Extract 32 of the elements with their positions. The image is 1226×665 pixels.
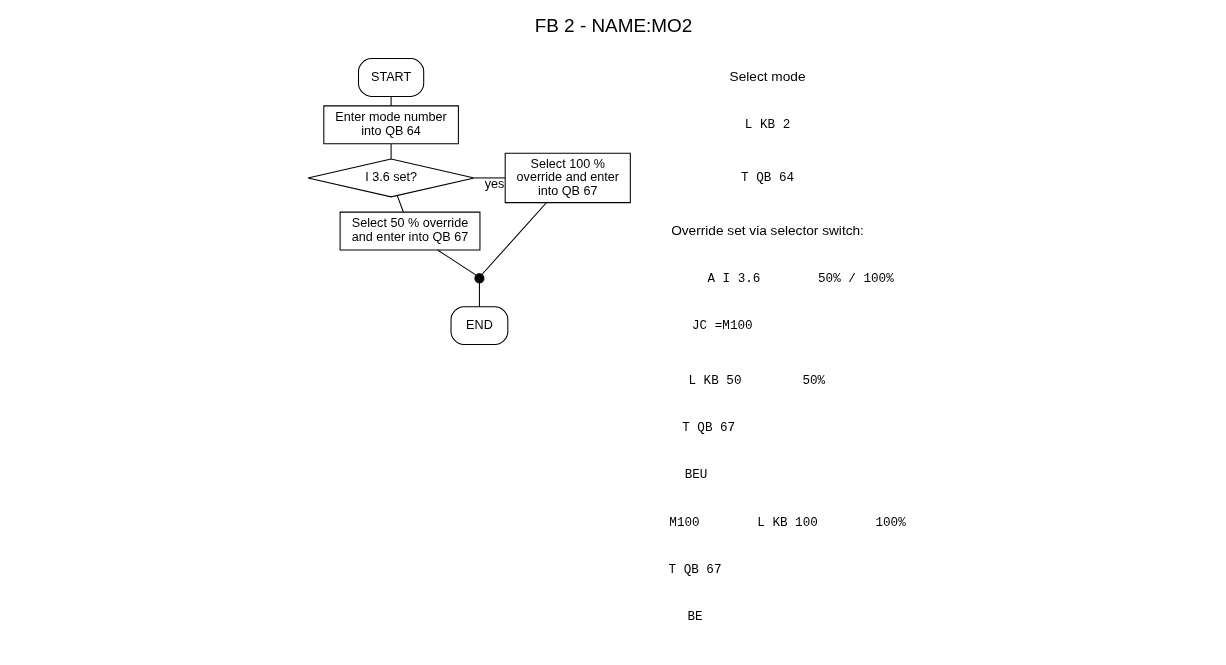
label: M100 bbox=[668, 515, 700, 530]
label: T QB 67 bbox=[668, 562, 721, 577]
node-box: Enter mode number into QB 64 bbox=[322, 105, 459, 145]
connector bbox=[390, 143, 392, 160]
label: Override set via selector switch: bbox=[670, 222, 864, 238]
connector bbox=[473, 177, 505, 179]
node-circle bbox=[473, 273, 484, 284]
diagram-title: FB 2 - NAME:MO2 bbox=[534, 14, 692, 36]
label: L KB 50 bbox=[687, 373, 741, 388]
label: L KB 2 bbox=[744, 118, 790, 133]
label: L KB 100 bbox=[756, 515, 818, 530]
node-box: START bbox=[357, 58, 424, 97]
node-diamond: I 3.6 set? bbox=[307, 158, 475, 198]
label: A I 3.6 bbox=[706, 271, 760, 286]
label: 50% bbox=[801, 373, 825, 388]
label: T QB 64 bbox=[740, 171, 794, 186]
label: Select mode bbox=[729, 69, 806, 85]
edge-label: yes bbox=[484, 177, 504, 192]
node-box: Select 100 % override and enter into QB 67 bbox=[504, 152, 631, 204]
connector bbox=[480, 202, 547, 276]
label: JC =M100 bbox=[691, 318, 753, 333]
node-box: Select 50 % override and enter into QB 67 bbox=[339, 211, 480, 251]
label: 100% bbox=[874, 515, 906, 530]
label: BEU bbox=[684, 468, 707, 483]
connector bbox=[390, 96, 392, 107]
connector bbox=[478, 282, 480, 308]
label: 50% / 100% bbox=[817, 271, 894, 286]
connector bbox=[436, 249, 477, 276]
node-box: END bbox=[450, 306, 508, 346]
connector bbox=[396, 195, 404, 213]
label: BE bbox=[686, 610, 703, 625]
label: T QB 67 bbox=[681, 420, 735, 435]
